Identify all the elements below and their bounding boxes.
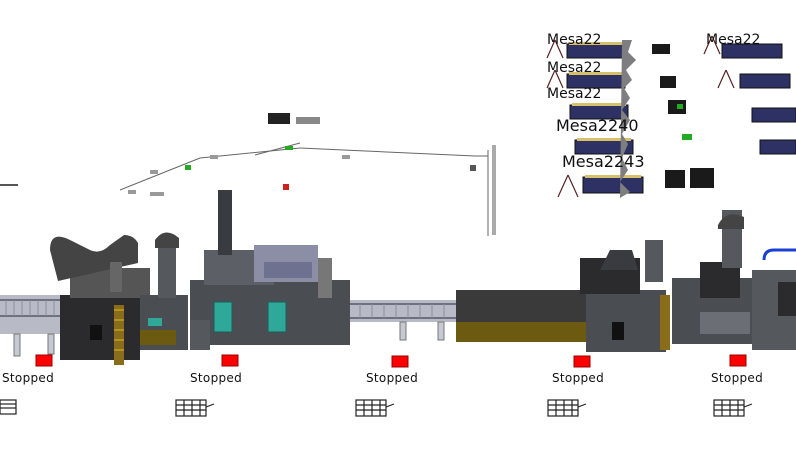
machine-5 — [752, 248, 796, 350]
status-indicators — [35, 354, 747, 368]
table-label-1: Mesa22 — [547, 32, 602, 48]
table-label-4: Mesa22 — [706, 32, 761, 48]
machine-2 — [190, 190, 350, 350]
station-status-3: Stopped — [366, 371, 418, 385]
table-label-3: Mesa22 — [547, 86, 602, 102]
bottom-icons — [0, 399, 753, 417]
grid-icon — [175, 399, 215, 417]
station-status-2: Stopped — [190, 371, 242, 385]
grid-icon — [547, 399, 587, 417]
left-conveyor — [0, 295, 62, 357]
middle-conveyor — [350, 300, 456, 341]
machine-1b — [140, 232, 188, 350]
grid-icon — [0, 399, 17, 415]
table-label-2: Mesa22 — [547, 60, 602, 76]
distant-network — [119, 142, 489, 236]
station-status-1: Stopped — [2, 371, 54, 385]
machine-3 — [580, 240, 670, 352]
grid-icon — [355, 399, 395, 417]
station-status-4: Stopped — [552, 371, 604, 385]
station-status-5: Stopped — [711, 371, 763, 385]
machine-4 — [672, 210, 752, 344]
oven — [456, 290, 586, 342]
table-label-6: Mesa2243 — [562, 152, 645, 171]
grid-icon — [713, 399, 753, 417]
table-label-5: Mesa2240 — [556, 116, 639, 135]
machine-1 — [50, 235, 150, 365]
table-cluster — [546, 35, 796, 198]
distant-nodes — [0, 113, 496, 235]
